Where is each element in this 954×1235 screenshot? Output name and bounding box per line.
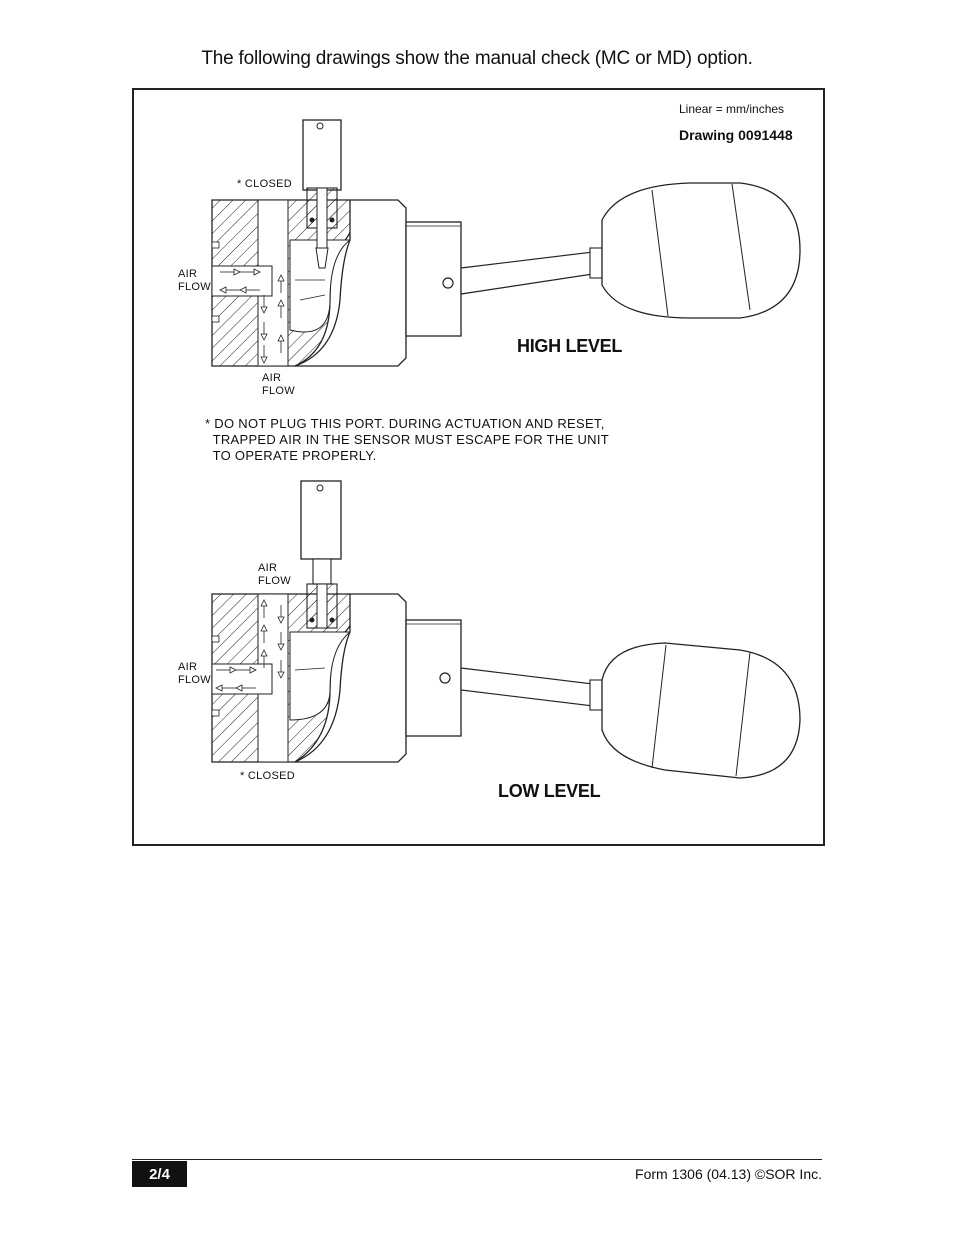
page-number: 2/4 [132, 1161, 187, 1187]
form-number: Form 1306 (04.13) ©SOR Inc. [635, 1166, 822, 1182]
low-closed-label: * CLOSED [240, 770, 295, 782]
high-level-assembly [211, 119, 801, 367]
high-level-title: HIGH LEVEL [517, 336, 623, 356]
low-air-flow-top: AIR FLOW [258, 562, 291, 587]
intro-text: The following drawings show the manual c… [201, 48, 753, 69]
units-label: Linear = mm/inches [679, 102, 785, 116]
note-line: TO OPERATE PROPERLY. [205, 448, 377, 463]
low-air-flow-left: AIR FLOW [178, 661, 211, 686]
high-closed-label: * CLOSED [237, 178, 292, 190]
footer-rule [132, 1159, 822, 1160]
low-level-assembly [211, 480, 801, 779]
drawing-frame [132, 88, 825, 846]
high-air-flow-left: AIR FLOW [178, 268, 211, 293]
high-air-flow-bottom: AIR FLOW [262, 372, 295, 397]
port-warning-note: * DO NOT PLUG THIS PORT. DURING ACTUATIO… [205, 416, 609, 464]
note-line: TRAPPED AIR IN THE SENSOR MUST ESCAPE FO… [205, 432, 609, 447]
drawing-number: Drawing 0091448 [679, 127, 793, 143]
note-line: * DO NOT PLUG THIS PORT. DURING ACTUATIO… [205, 416, 605, 431]
low-level-title: LOW LEVEL [498, 781, 601, 801]
